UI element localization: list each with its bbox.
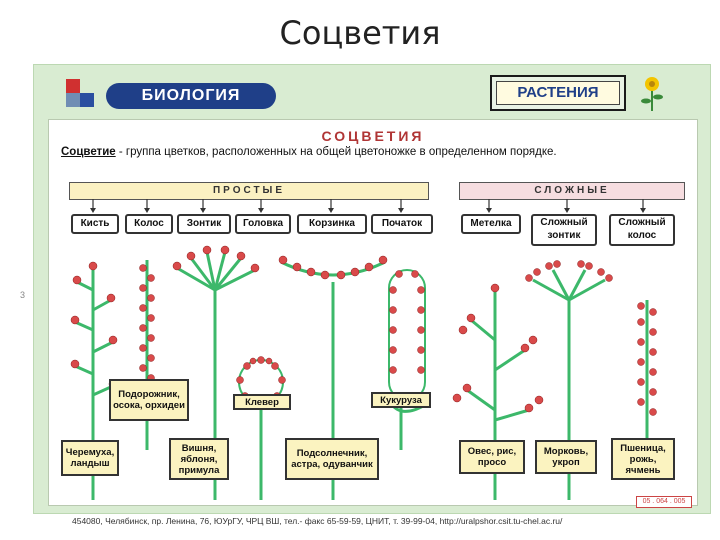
side-note: 3 (20, 290, 26, 300)
example-corn: Кукуруза (371, 392, 431, 408)
flowers (70, 245, 657, 416)
type-spadix: Початок (371, 214, 433, 234)
definition-term: Соцветие (61, 146, 116, 158)
type-spike: Колос (125, 214, 173, 234)
poster-title: СОЦВЕТИЯ (321, 128, 425, 144)
poster-image: БИОЛОГИЯ РАСТЕНИЯ СОЦВЕТИЯ Соцветие - гр… (33, 64, 711, 514)
type-umbel: Зонтик (177, 214, 231, 234)
flower-icon (641, 77, 663, 111)
example-cherry: Черемуха, ландыш (61, 440, 119, 476)
type-head: Головка (235, 214, 291, 234)
logo-text: БИОЛОГИЯ (106, 83, 276, 109)
type-compound-spike: Сложный колос (609, 214, 675, 246)
example-oats: Овес, рис, просо (459, 440, 525, 474)
section-label: РАСТЕНИЯ (496, 81, 620, 105)
example-wheat: Пшеница, рожь, ячмень (611, 438, 675, 480)
group-complex: СЛОЖНЫЕ (459, 182, 685, 200)
logo-mark-icon (66, 79, 94, 107)
example-sunflower: Подсолнечник, астра, одуванчик (285, 438, 379, 480)
group-simple: ПРОСТЫЕ (69, 182, 429, 200)
poster-panel: СОЦВЕТИЯ Соцветие - группа цветков, расп… (48, 119, 698, 506)
example-clover: Клевер (233, 394, 291, 410)
definition: Соцветие - группа цветков, расположенных… (61, 146, 557, 158)
definition-text: - группа цветков, расположенных на общей… (115, 146, 557, 158)
example-carrot: Морковь, укроп (535, 440, 597, 474)
section-badge: РАСТЕНИЯ (490, 75, 626, 111)
type-raceme: Кисть (71, 214, 119, 234)
inflorescence-diagram (70, 199, 657, 500)
type-compound-umbel: Сложный зонтик (531, 214, 597, 246)
poster-footer: 454080, Челябинск, пр. Ленина, 76, ЮУрГУ… (72, 516, 563, 526)
example-plantain: Подорожник, осока, орхидеи (109, 379, 189, 421)
slide-title: Соцветия (279, 14, 441, 52)
type-basket: Корзинка (297, 214, 367, 234)
example-cherry-tree: Вишня, яблоня, примула (169, 438, 229, 480)
arrow-heads (90, 208, 646, 213)
logo: БИОЛОГИЯ (66, 75, 276, 115)
poster-stamp: 05 . 064 . 005 (636, 496, 692, 508)
type-panicle: Метелка (461, 214, 521, 234)
stems (74, 251, 649, 500)
arrows (92, 199, 644, 210)
